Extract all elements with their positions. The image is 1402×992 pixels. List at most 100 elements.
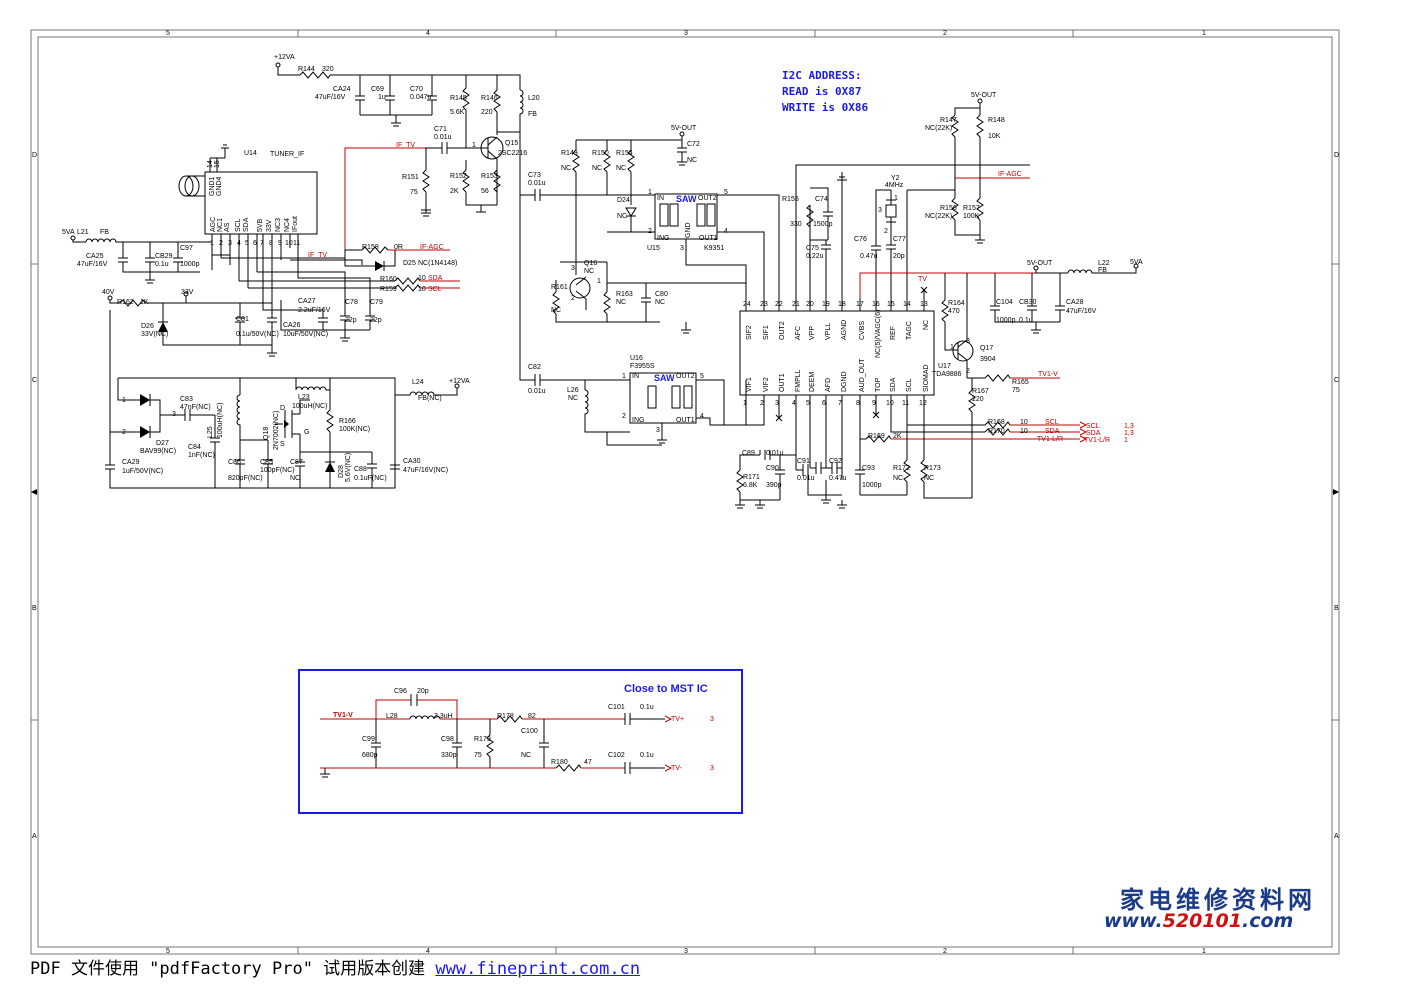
- col-label: 1: [1202, 30, 1206, 37]
- svg-text:TV1-L/R: TV1-L/R: [1084, 437, 1110, 444]
- svg-text:C102: C102: [608, 752, 625, 759]
- svg-text:R150: R150: [592, 150, 609, 157]
- ic-pin-num: 13: [920, 301, 928, 308]
- rail-12va-filter: +12VA R144 320 CA24 47uF/16V C69 1u C70 …: [274, 54, 540, 148]
- svg-text:R151: R151: [402, 174, 419, 181]
- boost-converter: 1 2 3 D27 BAV99(NC) C83 47nF(NC) C84 1nF…: [105, 310, 470, 489]
- svg-text:1000p: 1000p: [996, 317, 1016, 324]
- svg-text:DGND: DGND: [841, 371, 848, 392]
- svg-text:D24: D24: [617, 197, 630, 204]
- svg-text:IF-AGC: IF-AGC: [420, 244, 444, 251]
- svg-text:OUT1: OUT1: [699, 235, 718, 242]
- pin-num: 3: [656, 427, 660, 434]
- pin-num: 1: [648, 189, 652, 196]
- svg-text:47: 47: [584, 759, 592, 766]
- pin-num: 4: [700, 413, 704, 420]
- svg-text:IN: IN: [632, 373, 639, 380]
- svg-text:SDA: SDA: [428, 275, 443, 282]
- svg-text:OUT2: OUT2: [698, 195, 717, 202]
- svg-text:3: 3: [710, 716, 714, 723]
- svg-text:TOP: TOP: [875, 377, 882, 392]
- row-label: B: [32, 605, 37, 612]
- svg-text:R166: R166: [339, 418, 356, 425]
- pin-num: 3: [571, 265, 575, 272]
- svg-text:0.1u: 0.1u: [155, 261, 169, 268]
- svg-text:75: 75: [1012, 387, 1020, 394]
- svg-text:0R: 0R: [394, 244, 403, 251]
- svg-text:NC: NC: [561, 165, 571, 172]
- border-col-labels: 5 4 3 2 1 5 4 3 2 1 D C B A D C B A: [31, 30, 1339, 955]
- ic-pin-num: 2: [760, 400, 764, 407]
- svg-text:10K: 10K: [988, 133, 1001, 140]
- tuner-pin-nc1: NC1: [217, 218, 224, 232]
- svg-text:C90: C90: [766, 465, 779, 472]
- svg-text:R168: R168: [988, 419, 1005, 426]
- pin-num: 2: [622, 413, 626, 420]
- svg-text:IN: IN: [657, 195, 664, 202]
- svg-text:VPP: VPP: [809, 326, 816, 340]
- svg-text:+12VA: +12VA: [449, 378, 470, 385]
- svg-text:SAW: SAW: [676, 194, 697, 204]
- svg-text:47uF/16V(NC): 47uF/16V(NC): [403, 467, 448, 474]
- svg-text:1uF/50V(NC): 1uF/50V(NC): [122, 468, 163, 475]
- footer-link[interactable]: www.fineprint.com.cn: [435, 959, 641, 979]
- col-label: 1: [1202, 948, 1206, 955]
- svg-text:5VA: 5VA: [1130, 259, 1143, 266]
- ic-pin-num: 8: [856, 400, 860, 407]
- svg-text:75: 75: [410, 189, 418, 196]
- arrow-marker: [31, 489, 37, 495]
- svg-text:C81: C81: [236, 316, 249, 323]
- svg-text:R148: R148: [988, 117, 1005, 124]
- svg-text:L28: L28: [386, 713, 398, 720]
- svg-text:R170: R170: [988, 428, 1005, 435]
- svg-text:AUD_OUT: AUD_OUT: [859, 358, 866, 392]
- svg-text:1K: 1K: [140, 299, 149, 306]
- svg-text:C101: C101: [608, 704, 625, 711]
- svg-text:R167: R167: [972, 388, 989, 395]
- svg-text:C73: C73: [528, 172, 541, 179]
- svg-text:470: 470: [948, 308, 960, 315]
- tuner-pin-5vb: 5VB: [257, 218, 264, 232]
- svg-text:L22: L22: [1098, 260, 1110, 267]
- svg-text:20p: 20p: [893, 253, 905, 260]
- svg-text:47uF/16V: 47uF/16V: [315, 94, 346, 101]
- svg-text:C71: C71: [434, 126, 447, 133]
- ic-pin-num: 3: [775, 400, 779, 407]
- svg-text:100uH(NC): 100uH(NC): [292, 403, 327, 410]
- svg-text:C76: C76: [854, 236, 867, 243]
- svg-text:100uH(NC): 100uH(NC): [217, 403, 224, 438]
- svg-text:6.8K: 6.8K: [743, 482, 758, 489]
- svg-text:330: 330: [790, 221, 802, 228]
- svg-text:FB: FB: [528, 111, 537, 118]
- svg-text:TV+: TV+: [671, 716, 684, 723]
- svg-text:1000p: 1000p: [180, 261, 200, 268]
- tuner-gnd1: GND1: [209, 176, 216, 196]
- svg-text:R159: R159: [380, 286, 397, 293]
- svg-text:R145: R145: [450, 95, 467, 102]
- svg-text:AGND: AGND: [841, 320, 848, 340]
- tuner-pin-num: 8: [269, 240, 273, 247]
- svg-text:R165: R165: [1012, 379, 1029, 386]
- tuner-pin-num: 10: [285, 240, 293, 247]
- arrow-marker: [1333, 489, 1339, 495]
- tuner-pin-num: 6: [253, 240, 257, 247]
- svg-text:SIOMAD: SIOMAD: [923, 364, 930, 392]
- net-12va: +12VA: [274, 54, 295, 61]
- svg-text:CVBS: CVBS: [859, 321, 866, 340]
- col-label: 2: [943, 948, 947, 955]
- svg-text:R153: R153: [481, 173, 498, 180]
- svg-text:1nF(NC): 1nF(NC): [188, 452, 215, 459]
- 5va-filter-left: 5VA L21 FB CA25 47uF/16V CB29 0.1u C97 1…: [62, 229, 231, 284]
- svg-text:2SC2216: 2SC2216: [498, 150, 527, 157]
- svg-text:0.1u: 0.1u: [640, 704, 654, 711]
- svg-text:0.01u: 0.01u: [528, 180, 546, 187]
- ic-pin-num: 1: [743, 400, 747, 407]
- svg-text:2N7002(NC): 2N7002(NC): [273, 411, 280, 450]
- svg-text:C80: C80: [655, 291, 668, 298]
- svg-text:0.01u: 0.01u: [766, 450, 784, 457]
- tuner-pin-scl: SCL: [235, 218, 242, 232]
- i2c-write: WRITE is 0X86: [782, 101, 868, 114]
- svg-text:47uF/16V: 47uF/16V: [77, 261, 108, 268]
- svg-text:4MHz: 4MHz: [885, 182, 904, 189]
- tuner-pin-sda: SDA: [243, 217, 250, 232]
